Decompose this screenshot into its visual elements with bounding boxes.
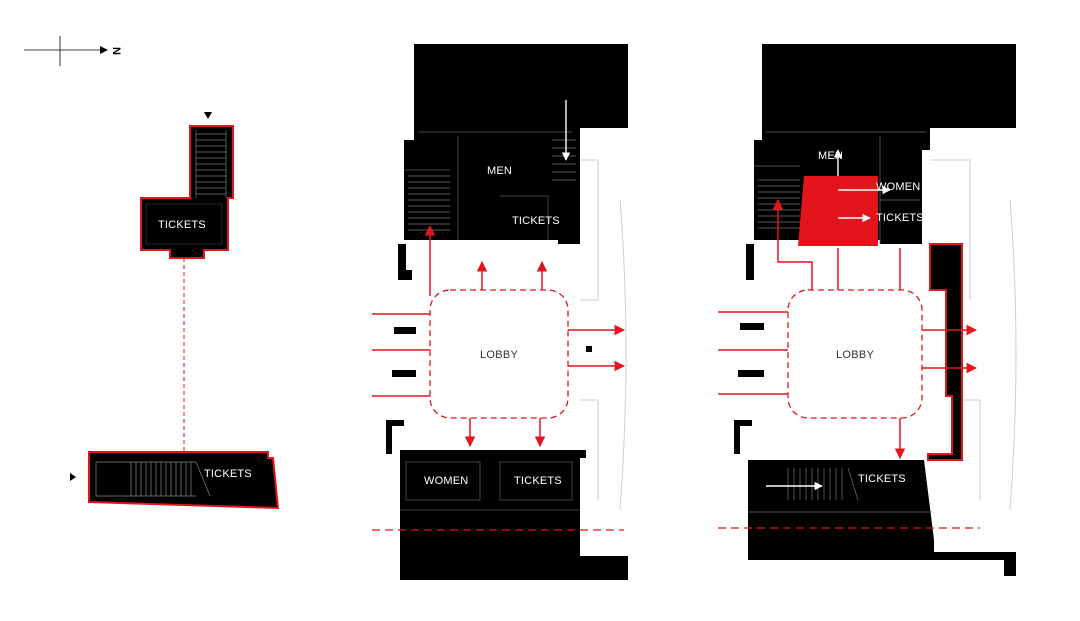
upper-ticket-booth: TICKETS xyxy=(140,125,234,259)
tickets-bottom-label: TICKETS xyxy=(514,475,562,487)
tickets-label: TICKETS xyxy=(512,215,560,227)
women-room-label: WOMEN xyxy=(424,475,468,487)
lobby-label-3: LOBBY xyxy=(836,349,875,361)
circulation-arrows-3 xyxy=(718,198,978,460)
men-room-label-3: MEN xyxy=(818,150,843,162)
lobby-label: LOBBY xyxy=(480,349,519,361)
panel-3-proposed-plan: MEN WOMEN TICKETS xyxy=(718,44,1017,576)
upper-booth-label: TICKETS xyxy=(158,219,206,231)
circulation-arrows xyxy=(372,224,626,448)
lobby-zone-3 xyxy=(787,289,923,419)
panel-2-existing-plan: MEN TICKETS WOMEN TICKETS LOBBY xyxy=(372,44,628,580)
new-ticket-booth xyxy=(798,176,878,246)
lower-booth-label: TICKETS xyxy=(204,468,252,480)
tickets-label-3: TICKETS xyxy=(876,212,924,224)
north-compass: N xyxy=(24,36,122,66)
north-label: N xyxy=(110,47,122,55)
lower-ticket-booth: TICKETS xyxy=(88,451,280,510)
entrance-marker-top xyxy=(204,112,212,119)
tickets-bottom-label-3: TICKETS xyxy=(858,473,906,485)
lobby-zone xyxy=(429,289,569,419)
upper-wall-mass xyxy=(404,44,628,240)
panel-1-booth-plans: TICKETS xyxy=(70,112,280,510)
women-room-label-3: WOMEN xyxy=(876,181,920,193)
entrance-marker-side xyxy=(70,473,76,481)
men-room-label: MEN xyxy=(487,165,512,177)
lower-wall-mass xyxy=(400,450,628,580)
